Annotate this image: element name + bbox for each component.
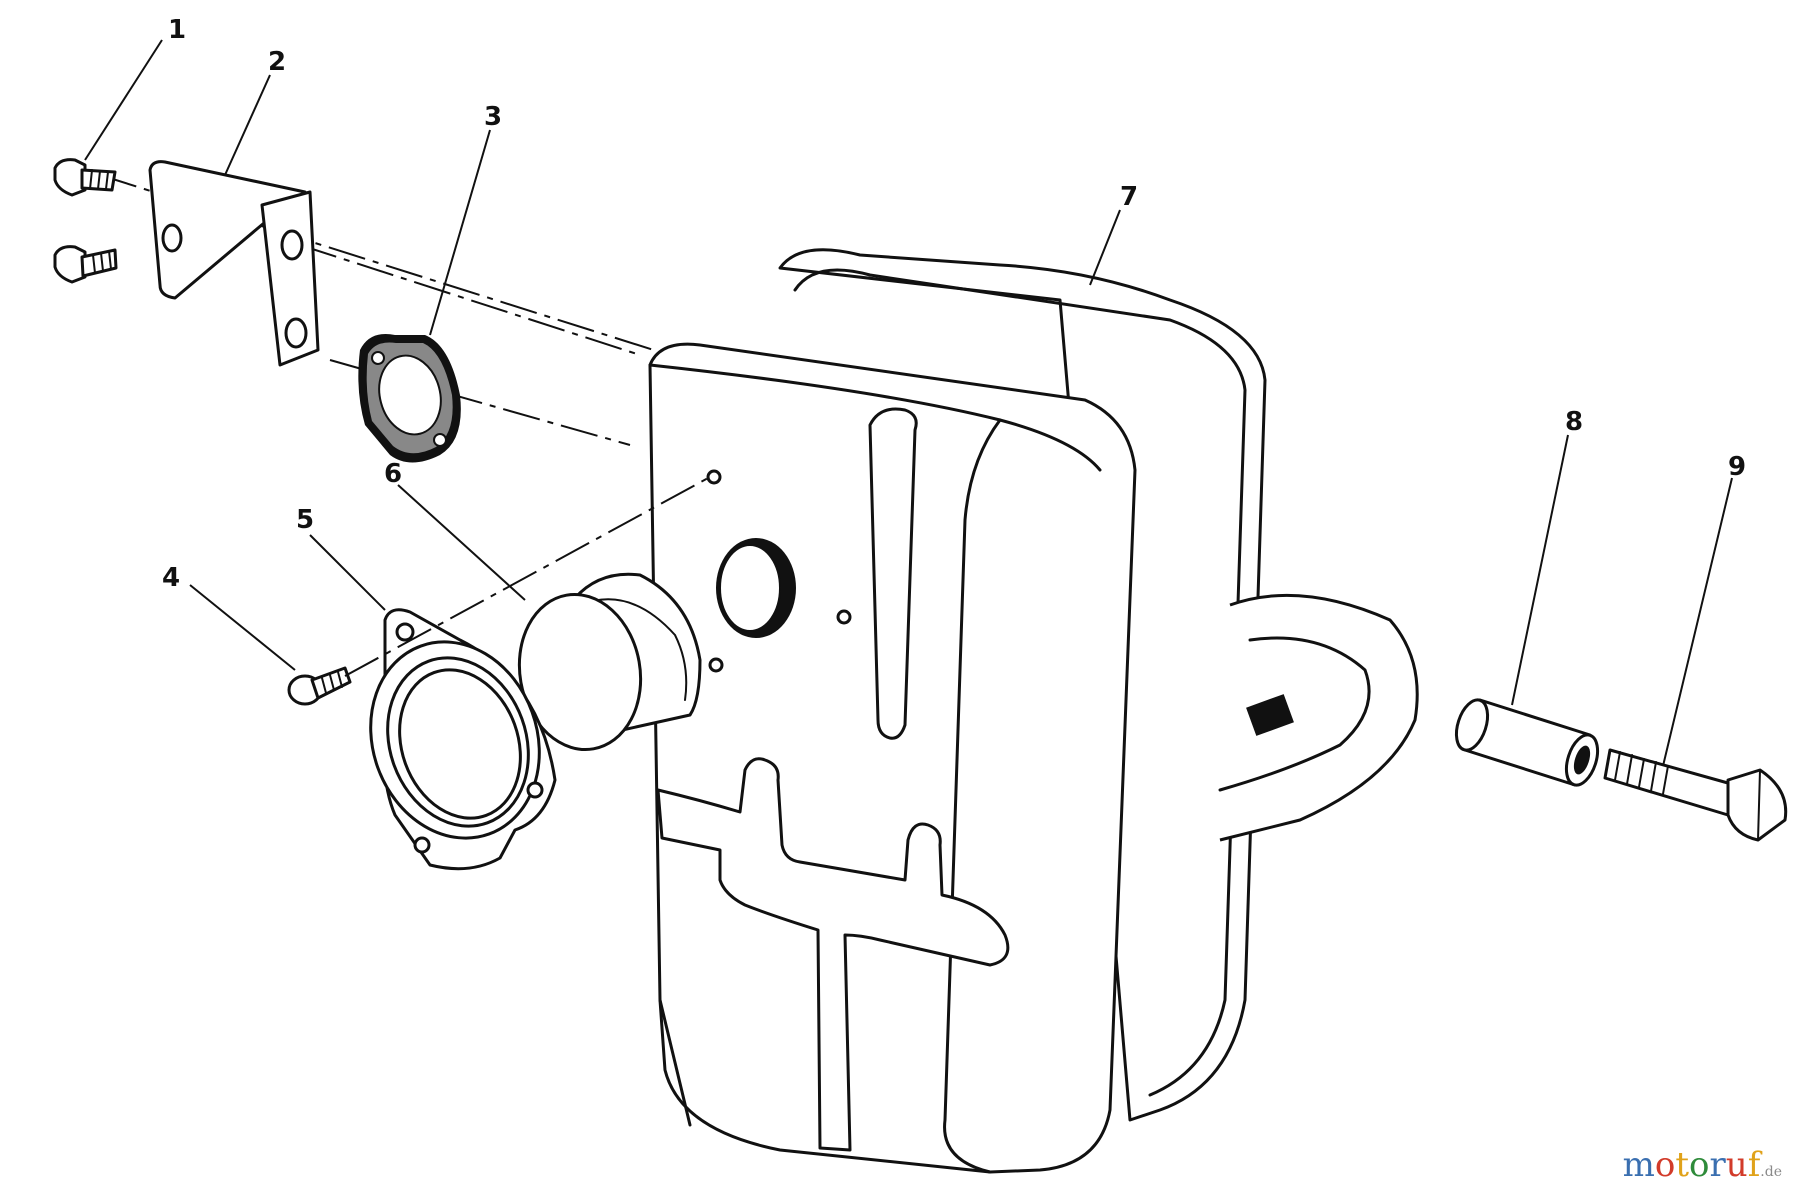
- leader-lines: [84, 39, 1733, 767]
- callout-2: 2: [268, 47, 286, 77]
- watermark-suffix: .de: [1760, 1164, 1782, 1180]
- callout-3: 3: [484, 102, 502, 132]
- watermark-letter: m: [1622, 1145, 1655, 1185]
- watermark-letter: t: [1675, 1145, 1690, 1185]
- watermark-logo: motoruf.de: [1623, 1145, 1782, 1185]
- watermark-letter: f: [1747, 1145, 1761, 1185]
- watermark-letter: o: [1689, 1145, 1710, 1185]
- part-2-bracket: [148, 160, 320, 367]
- callout-4: 4: [162, 563, 180, 593]
- part-3-gasket: [358, 334, 461, 463]
- part-5-flange: [369, 608, 557, 871]
- callout-8: 8: [1565, 407, 1583, 437]
- callout-numbers: 1 2 3 4 5 6 7 8 9: [162, 15, 1746, 593]
- watermark-letter: o: [1654, 1145, 1676, 1185]
- part-4-screw: [287, 666, 352, 706]
- part-1-screws: [53, 158, 118, 284]
- muffler-body: [648, 248, 1419, 1174]
- callout-6: 6: [384, 459, 402, 489]
- callout-7: 7: [1120, 182, 1138, 212]
- part-9-bolt: [1603, 748, 1788, 842]
- watermark-letter: u: [1725, 1145, 1748, 1185]
- part-8-spacer: [1454, 698, 1600, 787]
- callout-9: 9: [1728, 452, 1746, 482]
- callout-5: 5: [296, 505, 314, 535]
- part-6-tube: [517, 572, 702, 752]
- callout-1: 1: [168, 15, 186, 45]
- watermark-letter: r: [1709, 1145, 1726, 1185]
